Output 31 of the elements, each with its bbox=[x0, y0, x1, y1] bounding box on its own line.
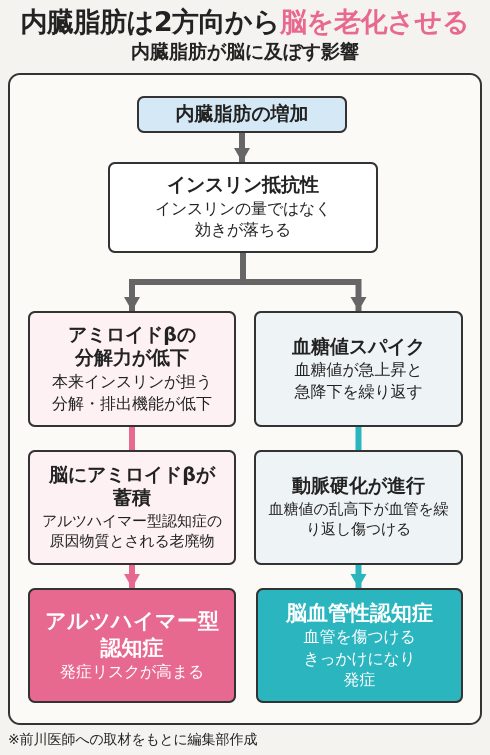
source-note: ※前川医師への取材をもとに編集部作成 bbox=[8, 731, 258, 749]
process-box bbox=[254, 450, 463, 565]
process-box bbox=[256, 588, 463, 703]
box-heading: 脳にアミロイドβが蓄積 bbox=[48, 464, 217, 511]
box-heading: 内臓脂肪の増加 bbox=[176, 102, 308, 126]
process-box bbox=[108, 162, 378, 253]
box-description: インスリンの量ではなく効きが落ちる bbox=[154, 198, 332, 241]
process-box bbox=[28, 311, 236, 427]
box-description: 血管を傷つけるきっかけになり発症 bbox=[302, 626, 416, 692]
process-box bbox=[254, 311, 463, 427]
box-heading: 動脈硬化が進行 bbox=[292, 475, 425, 500]
arrow bbox=[350, 565, 366, 588]
box-description: 発症リスクが高まる bbox=[60, 660, 204, 683]
box-description: 本来インスリンが担う分解・排出機能が低下 bbox=[51, 371, 213, 414]
connector-line bbox=[129, 427, 135, 450]
box-heading: 脳血管性認知症 bbox=[286, 600, 433, 626]
arrow bbox=[124, 565, 140, 588]
title: 内臓脂肪は2方向から脳を老化させる bbox=[19, 6, 471, 40]
box-heading: アミロイドβの分解力が低下 bbox=[67, 324, 197, 372]
process-box bbox=[28, 450, 236, 565]
box-heading: アルツハイマー型認知症 bbox=[44, 608, 220, 661]
subtitle: 内臓脂肪が脳に及ぼす影響 bbox=[130, 40, 360, 65]
box-description: 血糖値の乱高下が血管を繰り返し傷つける bbox=[268, 499, 450, 540]
box-description: 血糖値が急上昇と急降下を繰り返す bbox=[294, 359, 424, 402]
connector-line bbox=[356, 427, 362, 450]
process-box bbox=[28, 588, 236, 703]
arrow bbox=[234, 133, 250, 162]
box-description: アルツハイマー型認知症の原因物質とされる老廃物 bbox=[41, 511, 223, 552]
box-heading: インスリン抵抗性 bbox=[167, 174, 319, 198]
box-heading: 血糖値スパイク bbox=[292, 336, 425, 360]
process-box bbox=[137, 96, 347, 133]
